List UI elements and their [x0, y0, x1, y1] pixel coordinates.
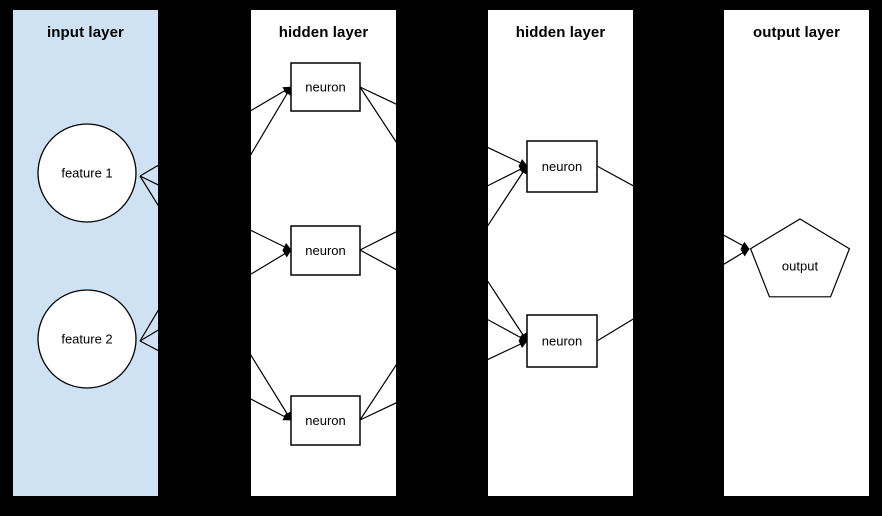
panel-title-hidden-layer-1: hidden layer — [278, 24, 369, 41]
edge-hidden1-neuron-2-to-hidden2-neuron-1 — [488, 165, 528, 187]
edge-hidden1-neuron-2-to-hidden2-neuron-2 — [359, 249, 396, 271]
edge-feature-1-to-hidden1-neuron-3 — [139, 175, 158, 207]
panel-hidden-layer-2: neuron neuron hidden layer — [488, 10, 633, 496]
panel-title-input-layer: input layer — [47, 24, 124, 41]
edge-hidden1-neuron-1-to-hidden2-neuron-2 — [488, 280, 528, 342]
edge-feature-1-to-hidden1-neuron-3 — [251, 354, 292, 421]
node-hidden1-neuron-3[interactable]: neuron — [290, 395, 361, 446]
edge-feature-1-to-hidden1-neuron-2 — [139, 175, 158, 186]
panel-title-hidden-layer-2: hidden layer — [515, 24, 606, 41]
edge-feature-2-to-hidden1-neuron-2 — [251, 249, 292, 275]
edge-feature-1-to-hidden1-neuron-2 — [251, 229, 292, 251]
panel-input-layer: feature 1 feature 2 input layer — [13, 10, 158, 496]
node-hidden2-neuron-1[interactable]: neuron — [526, 140, 598, 193]
node-hidden1-neuron-2[interactable]: neuron — [290, 225, 361, 276]
panel-graphics-hidden-layer-2: neuron neuron — [488, 140, 633, 368]
connection-lines — [488, 146, 633, 361]
node-label-output-node: output — [782, 259, 819, 274]
node-label-hidden2-neuron-1: neuron — [542, 159, 582, 174]
edge-hidden2-neuron-2-to-output-node — [724, 248, 750, 265]
edge-hidden1-neuron-3-to-hidden2-neuron-1 — [359, 364, 396, 421]
edge-hidden1-neuron-2-to-hidden2-neuron-1 — [359, 231, 396, 251]
edge-hidden1-neuron-2-to-hidden2-neuron-2 — [488, 319, 528, 342]
panel-graphics-input-layer: feature 1 feature 2 — [37, 123, 158, 389]
connection-lines — [139, 164, 158, 352]
connection-lines — [251, 86, 396, 421]
edge-feature-2-to-hidden1-neuron-3 — [139, 340, 158, 352]
edge-feature-2-to-hidden1-neuron-1 — [251, 86, 292, 156]
edge-feature-2-to-hidden1-neuron-2 — [139, 329, 158, 342]
edge-hidden1-neuron-1-to-hidden2-neuron-2 — [359, 86, 396, 143]
panel-graphics-output-layer: output — [724, 218, 851, 298]
node-output-node[interactable]: output — [749, 218, 851, 298]
panel-title-output-layer: output layer — [752, 24, 841, 41]
edge-hidden1-neuron-3-to-hidden2-neuron-2 — [488, 340, 528, 361]
panel-hidden-layer-1: neuron neuron neuron hidden layer — [251, 10, 396, 496]
edge-feature-2-to-hidden1-neuron-3 — [251, 398, 292, 421]
edge-feature-1-to-hidden1-neuron-1 — [139, 164, 158, 177]
node-hidden2-neuron-2[interactable]: neuron — [526, 314, 598, 368]
edge-hidden2-neuron-2-to-output-node — [596, 318, 633, 342]
edge-hidden1-neuron-3-to-hidden2-neuron-2 — [359, 402, 396, 421]
edge-hidden1-neuron-1-to-hidden2-neuron-1 — [488, 146, 528, 167]
node-label-feature-1: feature 1 — [61, 166, 112, 181]
node-label-hidden2-neuron-2: neuron — [542, 334, 582, 349]
node-feature-2[interactable]: feature 2 — [37, 289, 137, 389]
node-label-hidden1-neuron-2: neuron — [305, 243, 345, 258]
edge-feature-1-to-hidden1-neuron-1 — [251, 86, 292, 112]
edge-hidden1-neuron-1-to-hidden2-neuron-1 — [359, 86, 396, 105]
edge-hidden2-neuron-1-to-output-node — [596, 165, 633, 187]
edge-hidden2-neuron-1-to-output-node — [724, 234, 750, 250]
node-hidden1-neuron-1[interactable]: neuron — [290, 62, 361, 112]
panel-output-layer: output output layer — [724, 10, 869, 496]
connection-lines — [724, 234, 750, 265]
node-label-feature-2: feature 2 — [61, 332, 112, 347]
node-label-hidden1-neuron-1: neuron — [305, 80, 345, 95]
edge-hidden1-neuron-3-to-hidden2-neuron-1 — [488, 165, 528, 227]
node-label-hidden1-neuron-3: neuron — [305, 413, 345, 428]
edge-feature-2-to-hidden1-neuron-1 — [139, 309, 158, 342]
node-feature-1[interactable]: feature 1 — [37, 123, 137, 223]
panel-graphics-hidden-layer-1: neuron neuron neuron — [251, 62, 396, 446]
